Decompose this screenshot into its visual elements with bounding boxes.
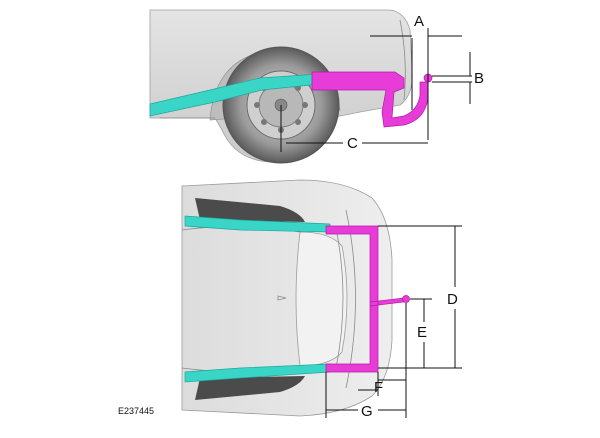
figure-number: E237445 [118, 406, 154, 416]
label-a: A [414, 13, 424, 30]
label-e: E [417, 324, 427, 341]
label-d: D [447, 291, 458, 308]
top-view-dimensions: D E F G [325, 225, 462, 420]
label-b: B [474, 70, 484, 87]
top-view [181, 179, 410, 417]
label-g: G [361, 403, 373, 420]
side-view [149, 9, 433, 164]
label-f: F [374, 379, 383, 396]
top-view-hood [295, 231, 348, 367]
label-c: C [347, 135, 358, 152]
side-view-dimensions: A B C [280, 13, 484, 152]
side-tow-bracket [311, 71, 429, 128]
top-right-fender [195, 376, 305, 400]
top-tow-eye [402, 295, 410, 303]
top-left-fender [195, 198, 305, 222]
